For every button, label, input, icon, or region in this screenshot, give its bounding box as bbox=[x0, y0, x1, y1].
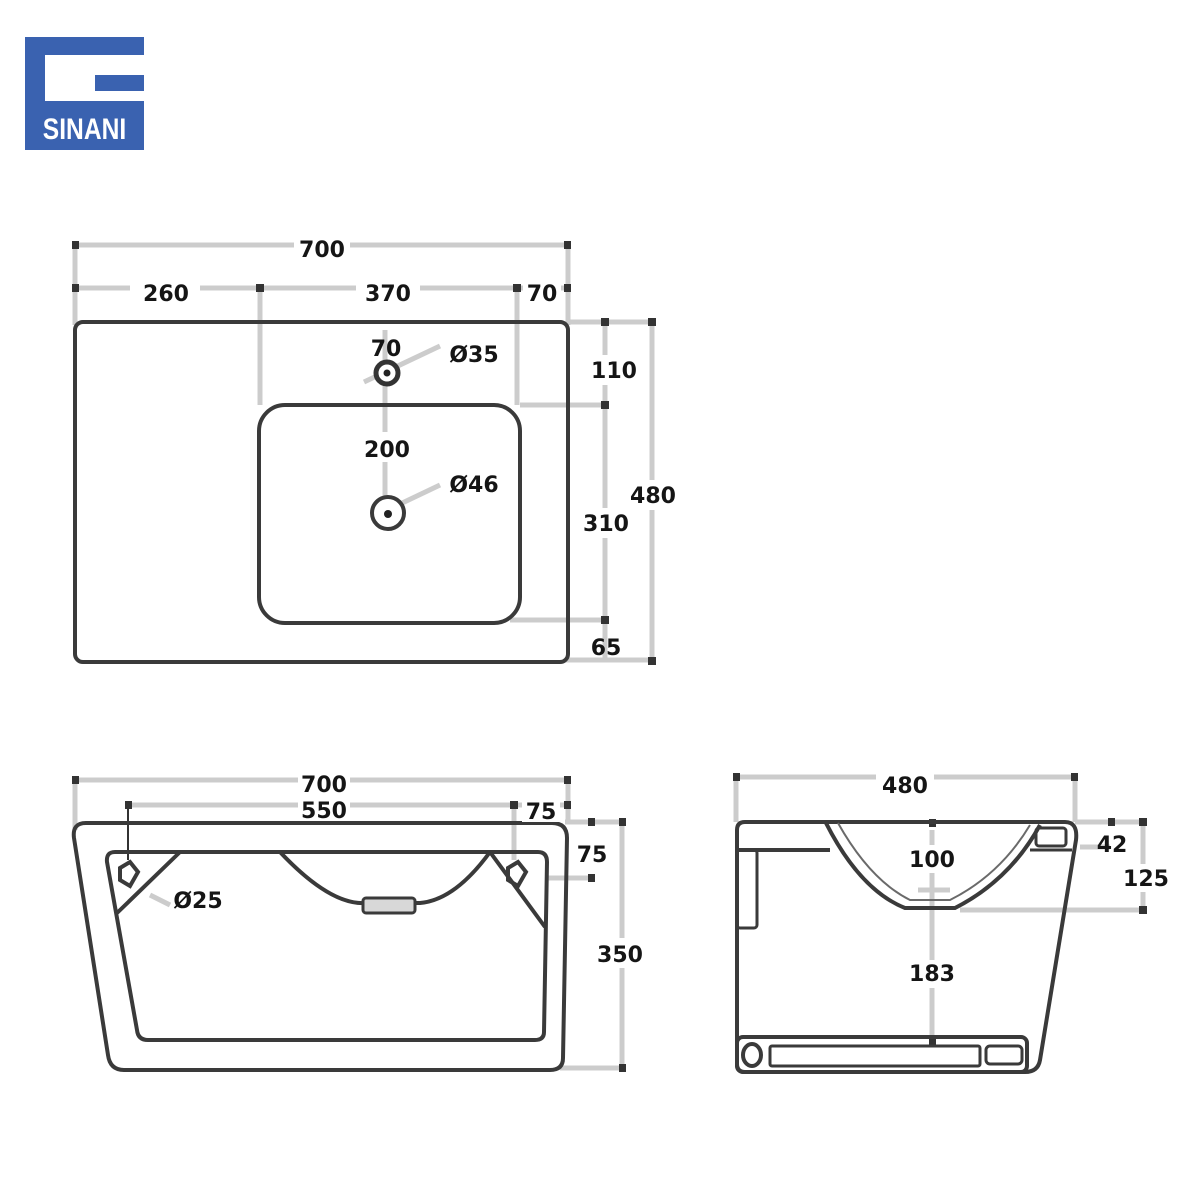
brand-logo: SINANI bbox=[25, 37, 144, 150]
top-left-offset: 260 bbox=[143, 282, 189, 307]
bracket-height: 75 bbox=[577, 843, 608, 868]
top-margin: 110 bbox=[591, 359, 637, 384]
tap-hole-diameter: Ø35 bbox=[449, 343, 498, 368]
rim-to-bottom: 125 bbox=[1123, 867, 1169, 892]
top-basin-width: 370 bbox=[365, 282, 411, 307]
top-right-offset: 70 bbox=[527, 282, 558, 307]
overall-depth: 480 bbox=[630, 484, 676, 509]
top-view: 700 260 370 70 70 Ø35 200 Ø46 110 310 48… bbox=[72, 230, 682, 665]
front-overall-width: 700 bbox=[301, 773, 347, 798]
top-overall-width: 700 bbox=[299, 238, 345, 263]
side-view: 480 42 125 100 183 bbox=[733, 770, 1170, 1074]
front-view: 700 550 75 75 350 Ø25 bbox=[71, 765, 650, 1072]
basin-depth: 310 bbox=[583, 512, 629, 537]
bracket-spacing: 550 bbox=[301, 799, 347, 824]
front-overall-height: 350 bbox=[597, 943, 643, 968]
drain-hole-diameter: Ø46 bbox=[449, 473, 498, 498]
front-right-offset: 75 bbox=[526, 800, 557, 825]
bracket-hole-diameter: Ø25 bbox=[173, 889, 222, 914]
bottom-margin: 65 bbox=[591, 636, 622, 661]
tap-to-drain: 200 bbox=[364, 438, 410, 463]
tap-offset: 70 bbox=[371, 337, 402, 362]
lower-height: 183 bbox=[909, 962, 955, 987]
logo-mark-cutout bbox=[95, 75, 144, 91]
bowl-depth: 100 bbox=[909, 848, 955, 873]
rim-thickness: 42 bbox=[1097, 833, 1128, 858]
brand-name: SINANI bbox=[42, 113, 127, 146]
side-overall-depth: 480 bbox=[882, 774, 928, 799]
